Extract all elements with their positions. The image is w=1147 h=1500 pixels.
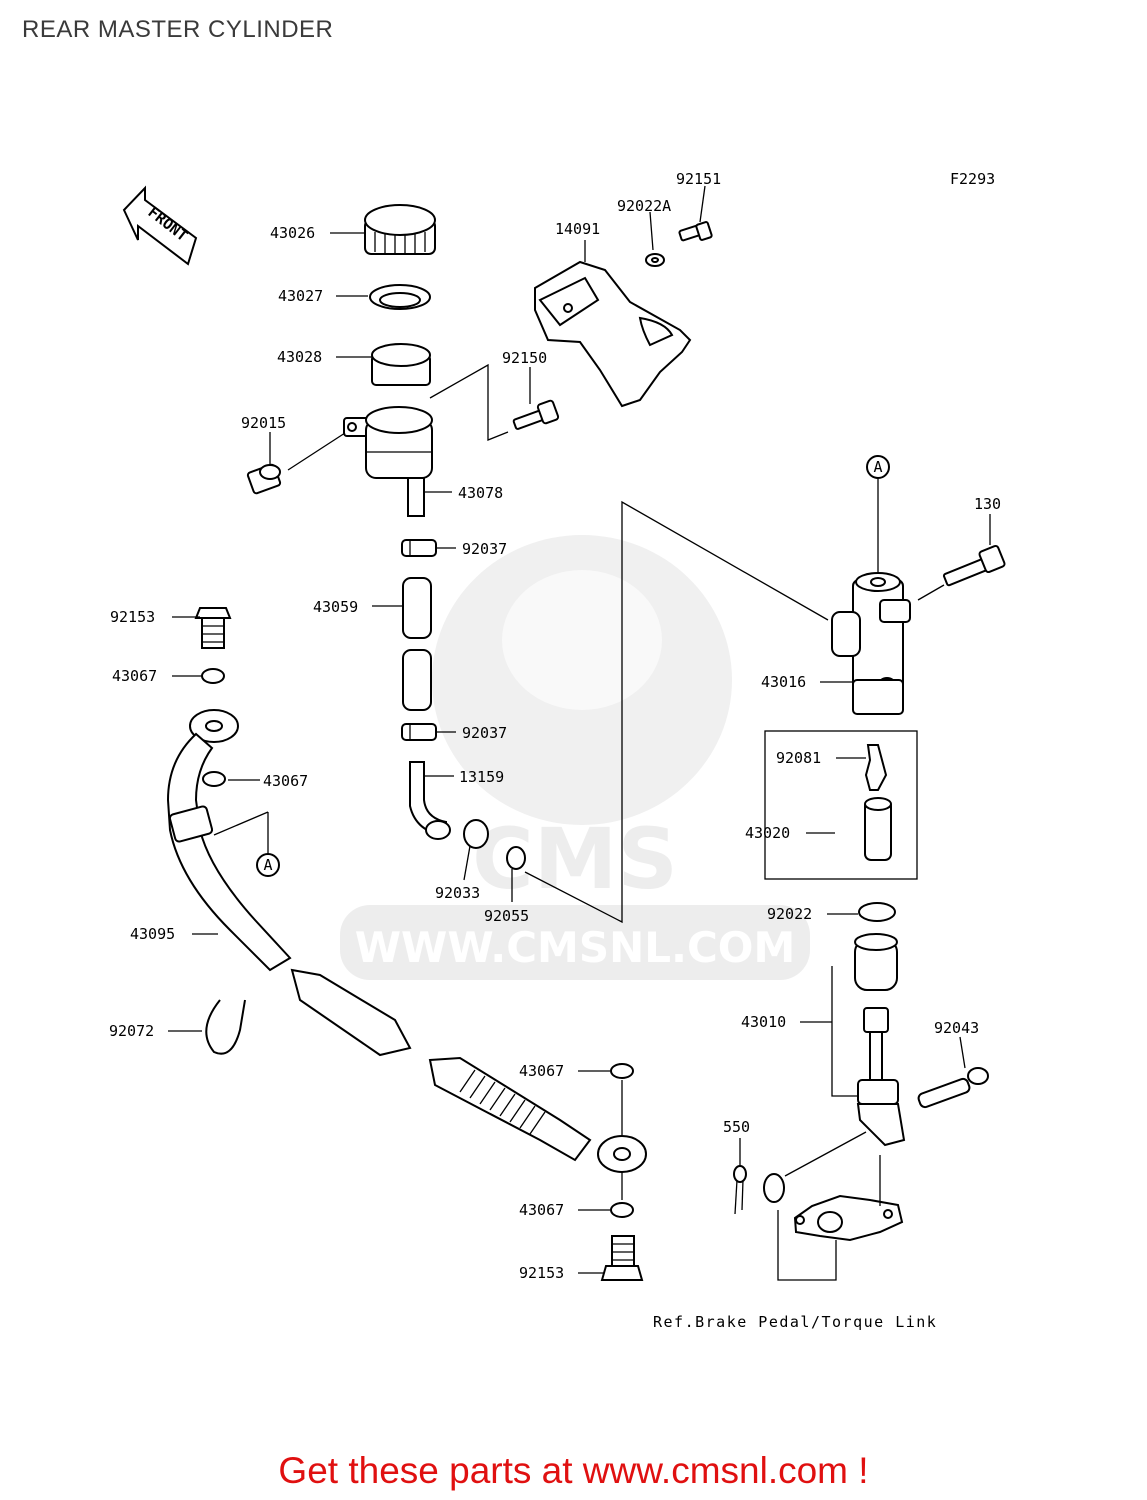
label-43010: 43010 [741,1013,786,1031]
banjo-bolt-upper-icon [194,607,232,649]
banjo-bolt-lower-icon [600,1235,644,1281]
reservoir-diaphragm-icon [371,343,431,386]
hose-43059-icon [402,577,432,711]
label-14091: 14091 [555,220,600,238]
watermark-url: WWW.CMSNL.COM [355,923,796,972]
screw-92150-icon [512,399,560,430]
clamp-upper-icon [401,539,437,557]
label-43028: 43028 [277,348,322,366]
reservoir-plate-icon [369,284,431,310]
label-43016: 43016 [761,673,806,691]
washer-lower-2-icon [610,1202,634,1218]
label-92151: 92151 [676,170,721,188]
hose-clamp-92072-icon [205,999,246,1055]
label-43067-b: 43067 [263,772,308,790]
reservoir-cover-icon [534,260,692,408]
label-92055: 92055 [484,907,529,925]
reservoir-tank-icon [343,406,433,517]
label-92153-lower: 92153 [519,1264,564,1282]
svg-text:A: A [873,458,882,476]
label-92150: 92150 [502,349,547,367]
watermark: CMS WWW.CMSNL.COM [340,535,810,980]
label-43067-c: 43067 [519,1062,564,1080]
label-43020: 43020 [745,824,790,842]
washer-upper-1-icon [201,668,225,684]
label-43078: 43078 [458,484,503,502]
label-43026: 43026 [270,224,315,242]
label-43027: 43027 [278,287,323,305]
reference-note: Ref.Brake Pedal/Torque Link [653,1313,937,1331]
label-550: 550 [723,1118,750,1136]
label-92037-lower: 92037 [462,724,507,742]
reservoir-cap-icon [364,204,436,255]
push-rod-icon [856,1007,906,1147]
label-92022a: 92022A [617,197,671,215]
washer-550-icon [763,1173,785,1203]
callout-a-top: A [866,455,890,479]
label-43059: 43059 [313,598,358,616]
label-130: 130 [974,495,1001,513]
pin-92043-icon [917,1067,989,1109]
label-92033: 92033 [435,884,480,902]
cta-link[interactable]: Get these parts at www.cmsnl.com ! [278,1450,869,1491]
piston-43020-icon [864,797,892,861]
front-arrow-icon: FRONT [122,185,198,266]
watermark-brand: CMS [472,810,678,908]
master-cylinder-body-icon [831,572,911,715]
circlip-92022-icon [858,902,896,922]
label-92022: 92022 [767,905,812,923]
pedal-link-icon [793,1194,904,1242]
o-ring-92055-icon [506,846,526,870]
washer-92022a-icon [645,253,665,267]
callout-a-left: A [256,853,280,877]
label-43095: 43095 [130,925,175,943]
label-92037-upper: 92037 [462,540,507,558]
elbow-fitting-icon [409,761,451,840]
clamp-lower-icon [401,723,437,741]
screw-92151-icon [678,221,713,242]
label-43067-d: 43067 [519,1201,564,1219]
cotter-pin-550-icon [733,1165,747,1215]
page-title: REAR MASTER CYLINDER [22,16,334,43]
label-92072: 92072 [109,1022,154,1040]
label-92081: 92081 [776,749,821,767]
label-92153-upper: 92153 [110,608,155,626]
label-92015: 92015 [241,414,286,432]
dust-boot-icon [854,933,898,991]
label-92043: 92043 [934,1019,979,1037]
washer-upper-2-icon [202,771,226,787]
label-13159: 13159 [459,768,504,786]
piston-kit-box [764,730,918,880]
brake-hose-icon [166,709,647,1173]
bolt-92015-icon [246,463,282,495]
svg-text:A: A [263,856,272,874]
label-43067-a: 43067 [112,667,157,685]
figure-code: F2293 [950,170,995,188]
bolt-130-icon [942,544,1006,587]
washer-lower-1-icon [610,1063,634,1079]
circlip-92033-icon [463,819,489,849]
primary-cup-icon [864,744,888,791]
